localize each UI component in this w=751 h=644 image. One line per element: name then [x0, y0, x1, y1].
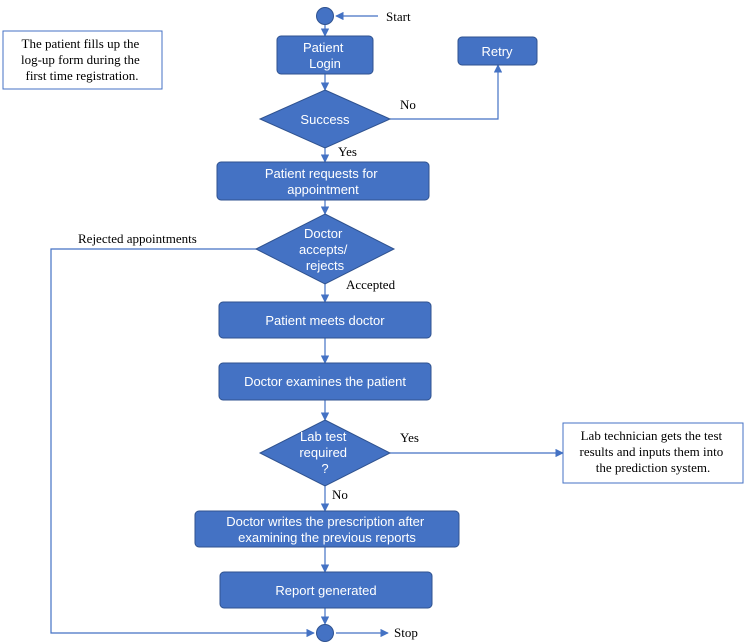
report-generated-line: Report generated — [275, 583, 376, 598]
retry-text: Retry — [481, 44, 513, 59]
patient-login-line: Patient — [303, 40, 344, 55]
lab-test-line: ? — [321, 461, 328, 476]
patient-login-line: Login — [309, 56, 341, 71]
lab-technician-note-text: Lab technician gets the test results and… — [580, 428, 727, 475]
prescription-line: examining the previous reports — [238, 530, 416, 545]
accepted-label: Accepted — [346, 277, 396, 292]
doctor-decision-text: Doctor accepts/ rejects — [299, 226, 351, 273]
registration-note-box — [2, 30, 163, 90]
patient-meets-doctor-text: Patient meets doctor — [265, 313, 385, 328]
patient-meets-doctor-line: Patient meets doctor — [265, 313, 385, 328]
lab-technician-note-line: the prediction system. — [596, 460, 710, 475]
edge-rejected-to-stop — [50, 248, 315, 638]
lab-technician-note-line: Lab technician gets the test — [581, 428, 723, 443]
lab-technician-note-line: results and inputs them into — [580, 444, 724, 459]
stop-label: Stop — [394, 625, 418, 640]
registration-note-line: log-up form during the — [21, 52, 140, 67]
patient-requests-text: Patient requests for appointment — [265, 166, 381, 197]
start-label: Start — [386, 9, 411, 24]
registration-note-line: first time registration. — [25, 68, 138, 83]
start-terminal — [316, 7, 334, 25]
connectors — [50, 11, 564, 638]
lab-test-decision — [258, 419, 392, 487]
doctor-examines-line: Doctor examines the patient — [244, 374, 406, 389]
prescription-box — [194, 510, 460, 548]
no-label-retry: No — [400, 97, 416, 112]
doctor-decision-line: accepts/ — [299, 242, 348, 257]
retry-box — [457, 36, 538, 66]
prescription-line: Doctor writes the prescription after — [226, 514, 425, 529]
lab-test-line: required — [299, 445, 347, 460]
report-generated-text: Report generated — [275, 583, 376, 598]
success-decision — [258, 89, 392, 149]
doctor-decision-line: rejects — [306, 258, 345, 273]
registration-note-line: The patient fills up the — [22, 36, 140, 51]
lab-test-line: Lab test — [300, 429, 347, 444]
patient-meets-doctor-box — [218, 301, 432, 339]
success-text: Success — [300, 112, 350, 127]
patient-login-text: Patient Login — [303, 40, 347, 71]
yes-label-lab: Yes — [400, 430, 419, 445]
retry-line: Retry — [481, 44, 513, 59]
registration-note-text: The patient fills up the log-up form dur… — [21, 36, 143, 83]
lab-technician-note-box — [562, 422, 744, 484]
report-generated-box — [219, 571, 433, 609]
no-label-lab: No — [332, 487, 348, 502]
yes-label-success: Yes — [338, 144, 357, 159]
doctor-decision-line: Doctor — [304, 226, 343, 241]
doctor-decision — [254, 213, 396, 285]
patient-requests-line: Patient requests for — [265, 166, 378, 181]
success-line: Success — [300, 112, 350, 127]
patient-requests-line: appointment — [287, 182, 359, 197]
lab-test-text: Lab test required ? — [299, 429, 350, 476]
patient-requests-box — [216, 161, 430, 201]
doctor-examines-text: Doctor examines the patient — [244, 374, 406, 389]
patient-login-box — [276, 35, 374, 75]
doctor-examines-box — [218, 362, 432, 401]
stop-terminal — [316, 624, 334, 642]
rejected-appointments-label: Rejected appointments — [78, 231, 197, 246]
prescription-text: Doctor writes the prescription after exa… — [226, 514, 428, 545]
edge-success-no-to-retry — [390, 64, 503, 120]
